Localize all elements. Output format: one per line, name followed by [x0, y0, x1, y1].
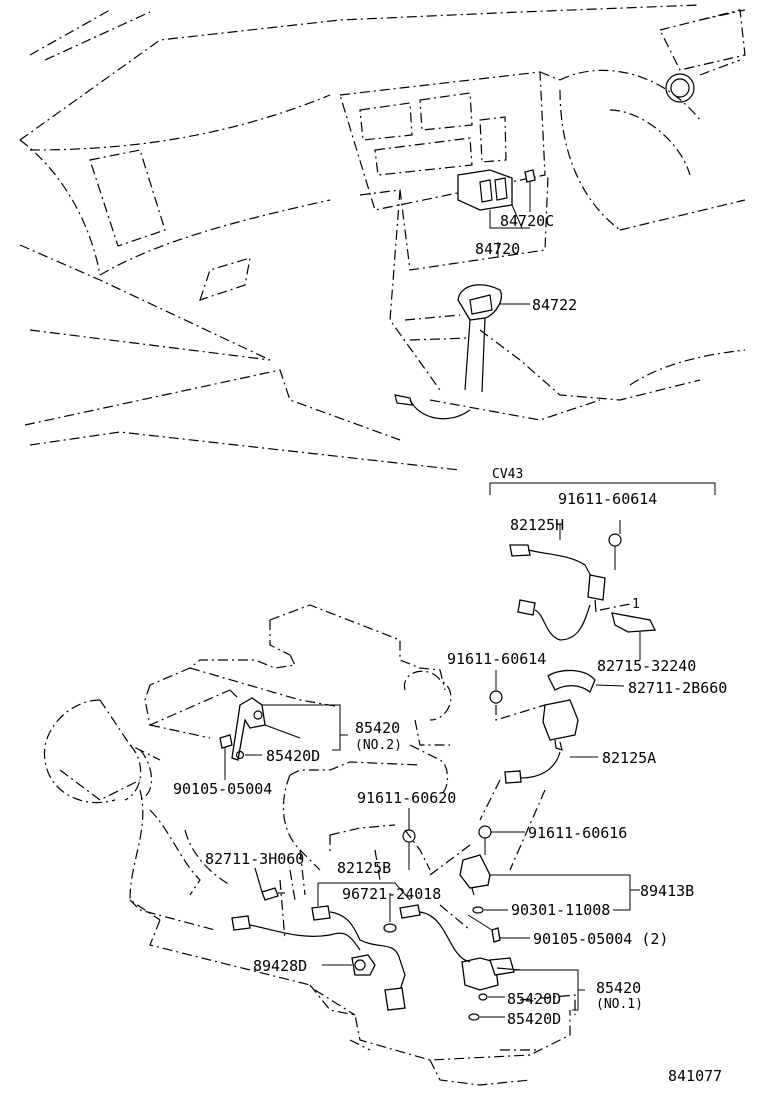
label-82715-32240: 82715-32240: [597, 657, 696, 675]
label-96721-24018: 96721-24018: [342, 885, 441, 903]
speed-sensor-82125H: [509, 533, 657, 641]
label-85420D-top: 85420D: [266, 747, 320, 765]
label-91611-60620: 91611-60620: [357, 789, 456, 807]
label-82711-3H060: 82711-3H060: [205, 850, 304, 868]
label-85420D-b2: 85420D: [507, 1010, 561, 1028]
speed-sensor-82125A: [504, 699, 579, 784]
clamp-82711-2B660: [547, 669, 596, 694]
figure-number: 841077: [668, 1067, 722, 1085]
label-90105-05004: 90105-05004: [173, 780, 272, 798]
label-91611-60614-mid: 91611-60614: [447, 650, 546, 668]
label-85420-top: 85420: [355, 719, 400, 737]
label-1: 1: [632, 597, 640, 612]
label-82125A: 82125A: [602, 749, 656, 767]
sensor-89428D: [351, 954, 376, 976]
label-90105-05004-2: 90105-05004 (2): [533, 930, 668, 948]
label-82711-2B660: 82711-2B660: [628, 679, 727, 697]
sensor-85420-no1: [461, 957, 521, 1021]
label-91611-60616: 91611-60616: [528, 824, 627, 842]
label-82125H: 82125H: [510, 516, 564, 534]
label-82125B: 82125B: [337, 859, 391, 877]
label-84720C: 84720C: [500, 212, 554, 230]
label-89428D: 89428D: [253, 957, 307, 975]
washer-90301-11008: [472, 906, 484, 914]
engine-outline: [43, 604, 576, 1086]
label-90301-11008: 90301-11008: [511, 901, 610, 919]
bracket-89413B: [459, 854, 491, 896]
connector: [231, 915, 251, 931]
label-84720: 84720: [475, 240, 520, 258]
label-85420-top-note: (NO.2): [355, 738, 402, 753]
label-cv43: CV43: [492, 467, 523, 482]
label-91611-60614-top: 91611-60614: [558, 490, 657, 508]
label-85420-bottom: 85420: [596, 979, 641, 997]
clip-82711-3H060: [254, 867, 285, 901]
speed-sensor-82125B: [311, 904, 471, 1011]
dashboard-outline: [19, 4, 746, 471]
switch-84720: [457, 169, 536, 211]
label-85420D-b1: 85420D: [507, 990, 561, 1008]
shift-lever-84722: [394, 284, 502, 420]
label-85420-bottom-note: (NO.1): [596, 997, 643, 1012]
bolt-91611-60614: [489, 690, 503, 704]
sensor-85420-no2: [219, 697, 266, 761]
label-89413B: 89413B: [640, 882, 694, 900]
label-84722: 84722: [532, 296, 577, 314]
